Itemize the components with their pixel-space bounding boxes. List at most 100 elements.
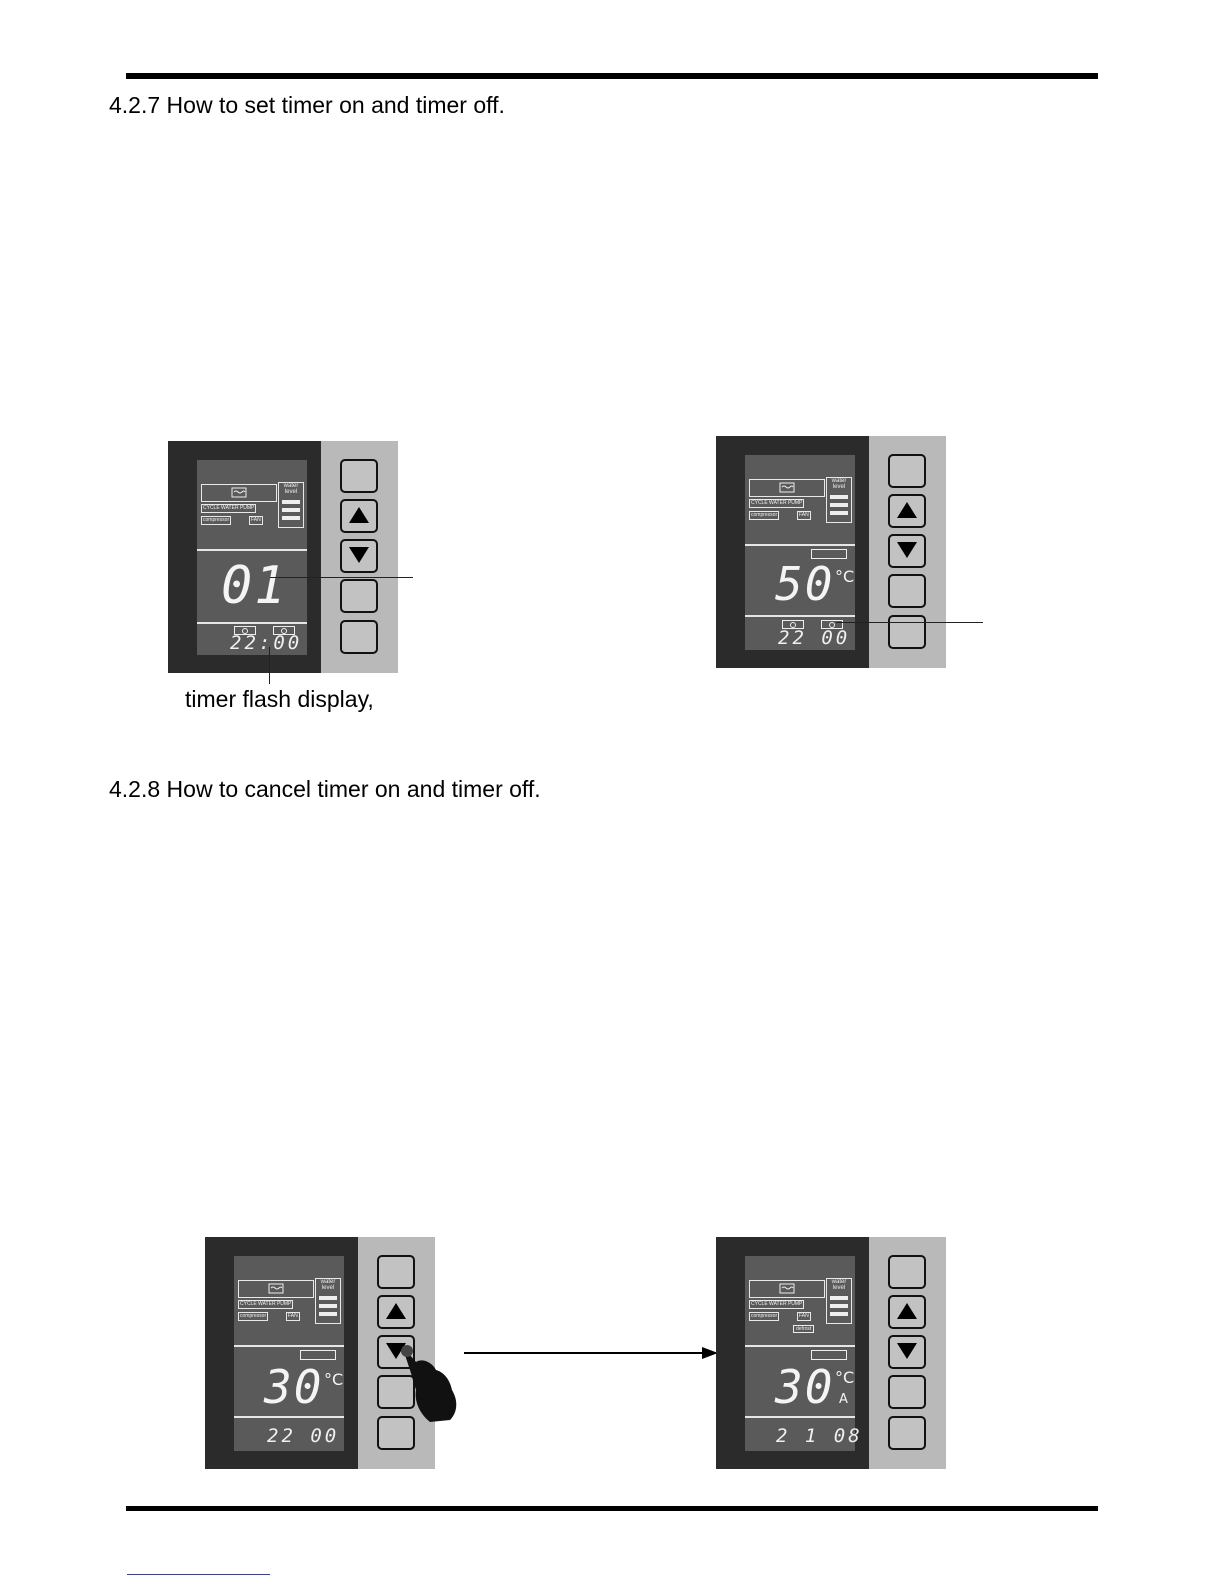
top-rule — [126, 73, 1098, 79]
main-digits: 30 — [264, 1360, 324, 1414]
cycle-water-pump-label: CYCLE WATER PUMP — [749, 499, 805, 508]
power-button[interactable] — [377, 1255, 415, 1289]
button-strip — [869, 436, 946, 668]
footer-link-underline[interactable] — [127, 1574, 270, 1575]
power-button[interactable] — [888, 454, 926, 488]
mode-button[interactable] — [340, 579, 378, 613]
clock-time-display: 22 00 — [267, 1425, 340, 1447]
lcd-screen: water level CYCLE WATER PUMP compressor … — [197, 460, 307, 655]
mode-indicator: A — [839, 1392, 848, 1407]
water-level-label: water level — [283, 483, 299, 495]
up-button[interactable] — [888, 1295, 926, 1329]
timer-on-clock-icon — [782, 620, 804, 629]
cycle-water-pump-label: CYCLE WATER PUMP — [201, 504, 257, 513]
divider — [745, 1345, 855, 1347]
lcd-screen: water level CYCLE WATER PUMP compressor … — [745, 455, 855, 650]
control-panel-before-cancel: water level CYCLE WATER PUMP compressor … — [205, 1237, 435, 1469]
timer-button[interactable] — [377, 1416, 415, 1450]
power-button[interactable] — [340, 459, 378, 493]
timer-on-clock-icon — [234, 626, 256, 635]
divider — [745, 544, 855, 546]
down-button[interactable] — [888, 1335, 926, 1369]
down-arrow-icon — [349, 547, 369, 563]
main-digits: 01 — [221, 556, 288, 616]
defrost-label: defrost — [793, 1325, 815, 1333]
water-level-indicator: water level — [826, 1278, 852, 1324]
water-level-indicator: water level — [315, 1278, 341, 1324]
callout-line — [270, 577, 413, 578]
timer-button[interactable] — [340, 620, 378, 654]
temperature-unit: °C — [835, 567, 855, 586]
callout-line — [269, 647, 270, 684]
timer-button[interactable] — [888, 1416, 926, 1450]
water-tank-icon — [268, 1283, 284, 1294]
compressor-label: compressor — [238, 1312, 269, 1321]
water-tank-icon — [231, 487, 247, 498]
cycle-water-pump-label: CYCLE WATER PUMP — [749, 1300, 805, 1309]
water-level-indicator: water level — [826, 477, 852, 523]
water-level-label: water level — [831, 478, 847, 490]
temperature-unit: °C — [835, 1368, 855, 1387]
mode-button[interactable] — [888, 574, 926, 608]
water-tank-icon — [779, 1283, 795, 1294]
arrow-right-icon — [464, 1347, 718, 1359]
water-tank-indicator — [749, 1280, 825, 1298]
section-heading-set-timer: 4.2.7 How to set timer on and timer off. — [109, 92, 505, 118]
button-strip — [321, 441, 398, 673]
water-level-label: water level — [320, 1279, 336, 1291]
mode-button[interactable] — [377, 1375, 415, 1409]
water-tank-indicator — [749, 479, 825, 497]
set-temperature-box — [811, 1350, 847, 1360]
section-heading-cancel-timer: 4.2.8 How to cancel timer on and timer o… — [109, 776, 541, 802]
control-panel-timer-set: water level CYCLE WATER PUMP compressor … — [716, 436, 946, 668]
control-panel-timer-setting: water level CYCLE WATER PUMP compressor … — [168, 441, 398, 673]
lcd-screen: water level CYCLE WATER PUMP compressor … — [745, 1256, 860, 1451]
temperature-unit: °C — [324, 1370, 344, 1389]
up-arrow-icon — [349, 507, 369, 523]
compressor-label: compressor — [201, 516, 232, 525]
divider — [745, 615, 855, 617]
main-digits: 50 — [775, 557, 835, 611]
compressor-label: compressor — [749, 1312, 780, 1321]
up-button[interactable] — [888, 494, 926, 528]
up-button[interactable] — [340, 499, 378, 533]
set-temperature-box — [811, 549, 847, 559]
water-tank-indicator — [238, 1280, 314, 1298]
clock-time-display: 22 00 — [778, 627, 851, 649]
clock-time-display: 22:00 — [230, 632, 303, 654]
water-tank-indicator — [201, 484, 277, 502]
water-level-label: water level — [831, 1279, 847, 1291]
main-digits: 30 — [775, 1360, 835, 1414]
down-arrow-icon — [386, 1343, 406, 1359]
down-button[interactable] — [888, 534, 926, 568]
down-arrow-icon — [897, 1343, 917, 1359]
fan-label: FAN — [797, 1312, 811, 1321]
up-button[interactable] — [377, 1295, 415, 1329]
fan-label: FAN — [797, 511, 811, 520]
divider — [745, 1416, 855, 1418]
pointing-hand-icon — [401, 1345, 457, 1422]
cycle-water-pump-label: CYCLE WATER PUMP — [238, 1300, 294, 1309]
divider — [197, 549, 307, 551]
timer-off-clock-icon — [821, 620, 843, 629]
bottom-rule — [126, 1506, 1098, 1511]
button-strip — [358, 1237, 435, 1469]
button-strip — [869, 1237, 946, 1469]
down-arrow-icon — [897, 542, 917, 558]
mode-button[interactable] — [888, 1375, 926, 1409]
power-button[interactable] — [888, 1255, 926, 1289]
fan-label: FAN — [286, 1312, 300, 1321]
down-button[interactable] — [340, 539, 378, 573]
compressor-label: compressor — [749, 511, 780, 520]
timer-button[interactable] — [888, 615, 926, 649]
lcd-screen: water level CYCLE WATER PUMP compressor … — [234, 1256, 344, 1451]
up-arrow-icon — [897, 502, 917, 518]
caption-timer-flash-display: timer flash display, — [185, 686, 374, 712]
clock-time-display: 2 1 08 — [776, 1425, 863, 1447]
divider — [234, 1345, 344, 1347]
callout-line — [836, 622, 983, 623]
up-arrow-icon — [897, 1303, 917, 1319]
set-temperature-box — [300, 1350, 336, 1360]
water-level-indicator: water level — [278, 482, 304, 528]
up-arrow-icon — [386, 1303, 406, 1319]
